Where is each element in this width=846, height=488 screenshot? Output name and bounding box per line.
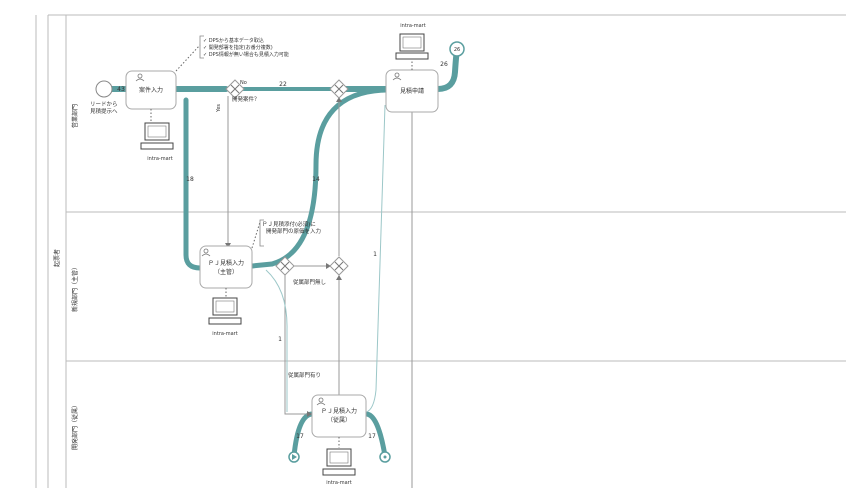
lane-label-kaihatsu: 開発部門（従属）	[71, 402, 79, 450]
pool-frame	[35, 14, 846, 488]
annotation-1-line-1: ✓ DPSから基本データ取込	[203, 37, 264, 44]
task-pj-sub-label-1: ＰＪ見積入力	[321, 407, 357, 415]
end-event[interactable]	[449, 41, 465, 57]
system-4-label: intra-mart	[326, 480, 351, 486]
count-to-shinsei: 14	[312, 176, 320, 183]
annotation-1-line-2: ✓ 開発部署を指定(お番分複数)	[203, 44, 273, 51]
user-icon	[135, 73, 145, 82]
end-event-count: 26	[454, 47, 460, 53]
gateway-2[interactable]	[329, 79, 349, 99]
count-yes-branch: 18	[186, 176, 194, 183]
annotation-2-line-2: 開発部門の原価を入力	[266, 227, 321, 235]
thin-flows	[227, 96, 413, 488]
start-annotation-line-1: リードから	[90, 101, 118, 108]
start-annotation-line-2: 見積提示へ	[90, 107, 118, 115]
annotation-1-line-3: ✓ DPS情報が無い場合も見積入力可能	[203, 51, 289, 58]
task-anken-label: 案件入力	[139, 86, 163, 94]
computer-icon	[212, 297, 238, 316]
start-count: 43	[117, 86, 125, 93]
system-2-label: intra-mart	[400, 23, 425, 29]
sub-start-icon	[292, 454, 297, 460]
start-event[interactable]	[95, 80, 113, 98]
system-3-label: intra-mart	[212, 331, 237, 337]
lane-label-eigyo: 営業部門	[71, 104, 79, 128]
count-end: 26	[440, 61, 448, 68]
gateway-1-label: 開発案件？	[232, 95, 260, 103]
gateway-4[interactable]	[329, 256, 349, 276]
annotation-2-line-1: ＰＪ見積添付(必須)に	[262, 220, 316, 228]
edge-label-yes: Yes	[216, 104, 222, 113]
system-1: intra-mart	[140, 109, 174, 162]
flow-teal-left	[265, 269, 288, 412]
task-pj-main[interactable]: ＰＪ見積入力 （主管）	[199, 245, 253, 289]
system-2: intra-mart	[395, 23, 429, 70]
sub-end-dot	[383, 455, 387, 459]
flow-teal-right	[365, 104, 386, 413]
annotation-1: ✓ DPSから基本データ取込 ✓ 開発部署を指定(お番分複数) ✓ DPS情報が…	[175, 35, 289, 72]
count-no-branch: 22	[279, 81, 287, 88]
pool-label: 起票者	[53, 249, 61, 267]
computer-icon	[326, 448, 352, 467]
gateway-4-label: 従属部門有り	[288, 371, 321, 379]
gateway-3[interactable]	[275, 256, 295, 276]
flow-gw3-to-sub	[284, 272, 312, 415]
user-icon	[316, 397, 326, 406]
count-thin-right: 1	[373, 251, 377, 258]
system-1-label: intra-mart	[147, 156, 172, 162]
computer-icon	[399, 33, 425, 52]
count-sub-out: 17	[368, 433, 376, 440]
flow-yes-branch	[183, 97, 203, 271]
task-anken[interactable]: 案件入力	[125, 70, 177, 110]
task-pj-main-label-2: （主管）	[214, 268, 238, 276]
edge-label-no: No	[240, 80, 247, 86]
count-labels: 22 18 14 26 1 1 17 17	[186, 61, 448, 440]
task-mitsumori-shinsei-label: 見積申請	[400, 87, 424, 95]
flow-to-shinsei	[269, 87, 389, 267]
task-pj-sub-label-2: （従属）	[327, 416, 351, 424]
task-pj-sub[interactable]: ＰＪ見積入力 （従属）	[311, 394, 367, 438]
start-annotation: リードから 見積提示へ	[90, 101, 118, 115]
flow-pj-to-gateway	[249, 261, 275, 269]
gateway-1[interactable]	[225, 79, 245, 99]
user-icon	[201, 248, 211, 257]
lane-label-shinki: 新規部門（主管）	[71, 264, 79, 312]
system-4: intra-mart	[322, 437, 356, 486]
task-mitsumori-shinsei[interactable]: 見積申請	[385, 69, 439, 113]
system-3: intra-mart	[208, 288, 242, 337]
annotation-2: ＰＪ見積添付(必須)に 開発部門の原価を入力	[251, 219, 321, 249]
user-icon	[392, 72, 402, 81]
count-thin-left: 1	[278, 336, 282, 343]
flow-sub-out	[363, 411, 388, 459]
count-sub-in: 17	[296, 433, 304, 440]
gateway-3-label: 従属部門無し	[293, 278, 326, 286]
task-pj-main-label-1: ＰＪ見積入力	[208, 259, 244, 267]
computer-icon	[144, 122, 170, 141]
